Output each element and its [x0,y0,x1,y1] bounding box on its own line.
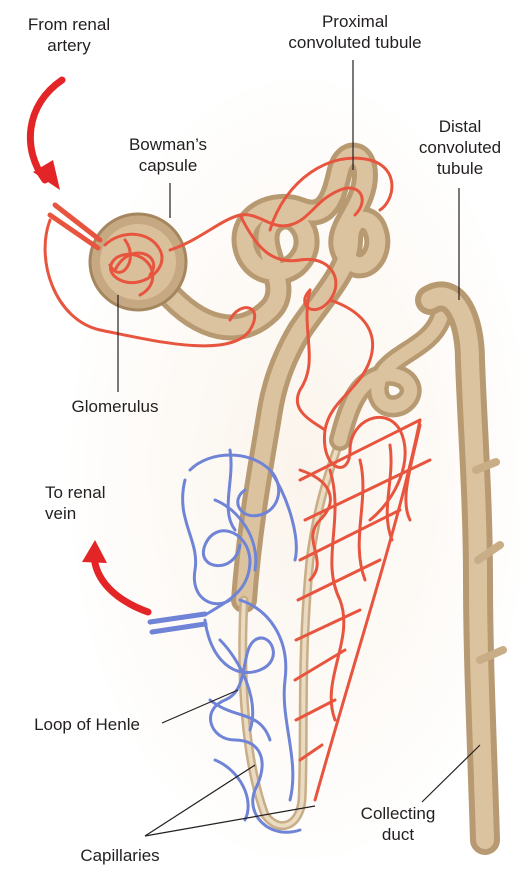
label-bowmans-capsule: Bowman’s capsule [118,134,218,176]
afferent-arteriole [50,205,100,248]
label-loop-of-henle: Loop of Henle [12,714,162,735]
label-to-renal-vein: To renal vein [45,482,127,524]
label-capillaries: Capillaries [60,845,180,866]
label-glomerulus: Glomerulus [50,396,180,417]
label-from-renal-artery: From renal artery [13,14,125,56]
label-collecting-duct: Collecting duct [338,803,458,845]
label-distal-convoluted-tubule: Distal convoluted tubule [412,116,508,179]
bowmans-capsule [90,214,186,310]
label-proximal-convoluted-tubule: Proximal convoluted tubule [280,11,430,53]
